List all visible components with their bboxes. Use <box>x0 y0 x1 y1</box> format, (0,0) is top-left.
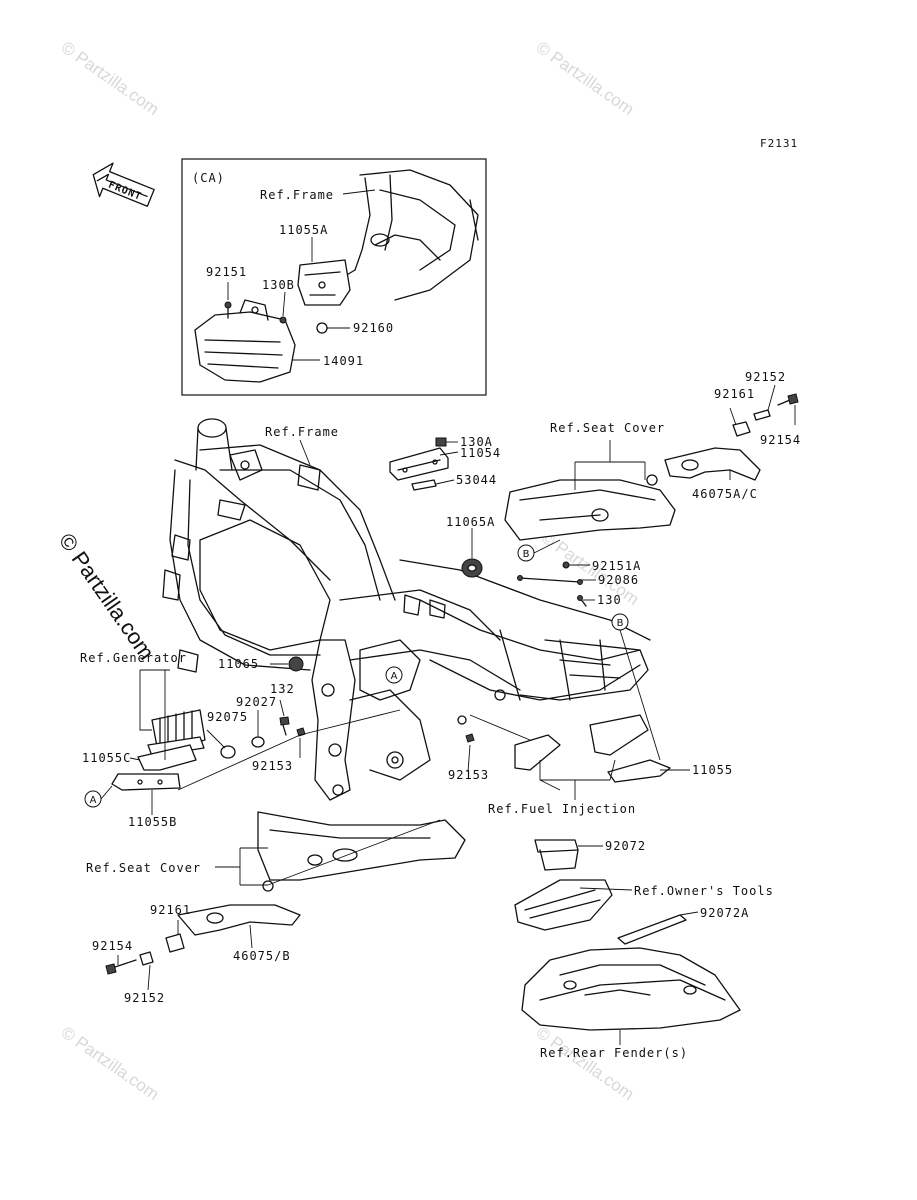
label-92027: 92027 <box>236 695 277 709</box>
inset-border <box>181 158 487 396</box>
label-92075: 92075 <box>207 710 248 724</box>
part-11054 <box>389 447 449 481</box>
part-130 <box>577 595 587 607</box>
callout-a-mid: A <box>385 666 403 684</box>
part-92152-bottom <box>139 951 154 966</box>
part-11055b <box>111 773 181 791</box>
part-11055 <box>607 759 671 783</box>
part-11065a <box>461 558 483 578</box>
leader-lines <box>100 384 796 1045</box>
label-92072a: 92072A <box>700 906 749 920</box>
part-53044 <box>411 479 437 491</box>
label-92152-bottom: 92152 <box>124 991 165 1005</box>
part-92027 <box>251 736 265 748</box>
label-92161-top: 92161 <box>714 387 755 401</box>
label-ref-fuel-injection: Ref.Fuel Injection <box>488 802 636 816</box>
label-92153-left: 92153 <box>252 759 293 773</box>
part-46075ac <box>664 447 761 481</box>
label-92152-top: 92152 <box>745 370 786 384</box>
label-92161-bottom: 92161 <box>150 903 191 917</box>
callout-a-left-text: A <box>90 795 97 806</box>
diagram-code: F2131 <box>760 137 798 150</box>
part-92152-top <box>753 409 771 421</box>
inset-label-92151: 92151 <box>206 265 247 279</box>
inset-collar-92160 <box>316 322 328 334</box>
callout-b-mid-text: B <box>617 618 624 629</box>
part-130a <box>435 437 447 447</box>
rear-fender <box>521 947 741 1031</box>
part-132 <box>279 716 290 736</box>
label-130: 130 <box>597 593 622 607</box>
label-11054: 11054 <box>460 446 501 460</box>
label-11065: 11065 <box>218 657 259 671</box>
label-ref-seat-cover-bottom: Ref.Seat Cover <box>86 861 201 875</box>
part-46075b <box>177 904 301 936</box>
part-92072 <box>534 839 579 871</box>
callout-a-mid-text: A <box>391 671 398 682</box>
label-92154-top: 92154 <box>760 433 801 447</box>
watermark-bottom-left: © Partzilla.com <box>58 1023 163 1104</box>
callout-b-top-text: B <box>523 549 530 560</box>
part-92086 <box>517 575 583 585</box>
label-92072: 92072 <box>605 839 646 853</box>
inset-label-14091: 14091 <box>323 354 364 368</box>
inset-ca: (CA) <box>181 158 487 396</box>
label-92153-mid: 92153 <box>448 768 489 782</box>
part-92151a <box>562 561 570 569</box>
labels: Ref.Frame 130A 11054 53044 11065A Ref.Se… <box>80 370 801 1060</box>
label-92086: 92086 <box>598 573 639 587</box>
label-132: 132 <box>270 682 295 696</box>
fuel-injection-parts <box>514 714 649 771</box>
inset-region-label: (CA) <box>192 171 225 185</box>
label-ref-rear-fender: Ref.Rear Fender(s) <box>540 1046 688 1060</box>
inset-label-130b: 130B <box>262 278 295 292</box>
owners-tools <box>514 879 613 931</box>
callout-a-left: A <box>84 790 102 808</box>
part-92154-top <box>777 393 799 406</box>
part-92154-bottom <box>105 959 137 975</box>
label-46075b: 46075/B <box>233 949 291 963</box>
inset-bolt-92151 <box>224 301 232 319</box>
inset-bracket-11055a <box>297 259 351 306</box>
label-11055b: 11055B <box>128 815 177 829</box>
label-11065a: 11065A <box>446 515 495 529</box>
front-arrow: FRONT <box>92 162 155 207</box>
label-53044: 53044 <box>456 473 497 487</box>
part-92153-mid <box>465 733 475 743</box>
watermark-top-left: © Partzilla.com <box>58 38 163 119</box>
callout-b-mid: B <box>611 613 629 631</box>
label-ref-owners-tools: Ref.Owner's Tools <box>634 884 774 898</box>
callout-b-top: B <box>517 544 535 562</box>
inset-label-92160: 92160 <box>353 321 394 335</box>
inset-part-14091 <box>194 299 296 383</box>
part-11055c <box>137 744 197 771</box>
label-11055: 11055 <box>692 763 733 777</box>
label-ref-generator: Ref.Generator <box>80 651 187 665</box>
label-46075ac: 46075A/C <box>692 487 758 501</box>
seat-cover-bottom <box>257 811 466 892</box>
part-92161-top <box>732 421 751 437</box>
watermark-bottom-right: © Partzilla.com <box>533 1023 638 1104</box>
watermark-top-right: © Partzilla.com <box>533 38 638 119</box>
part-92072a <box>617 914 687 945</box>
label-ref-frame: Ref.Frame <box>265 425 339 439</box>
watermark-side: © Partzilla.com <box>54 529 160 665</box>
seat-cover-top <box>504 474 676 541</box>
part-92075 <box>220 745 236 759</box>
part-92161-bottom <box>165 933 185 953</box>
inset-nut-130b <box>279 316 287 324</box>
label-11055c: 11055C <box>82 751 131 765</box>
inset-label-ref-frame: Ref.Frame <box>260 188 334 202</box>
label-ref-seat-cover-top: Ref.Seat Cover <box>550 421 665 435</box>
label-130a: 130A <box>460 435 493 449</box>
main-frame <box>162 418 651 801</box>
label-92151a: 92151A <box>592 559 641 573</box>
inset-label-11055a: 11055A <box>279 223 328 237</box>
label-92154-bottom: 92154 <box>92 939 133 953</box>
